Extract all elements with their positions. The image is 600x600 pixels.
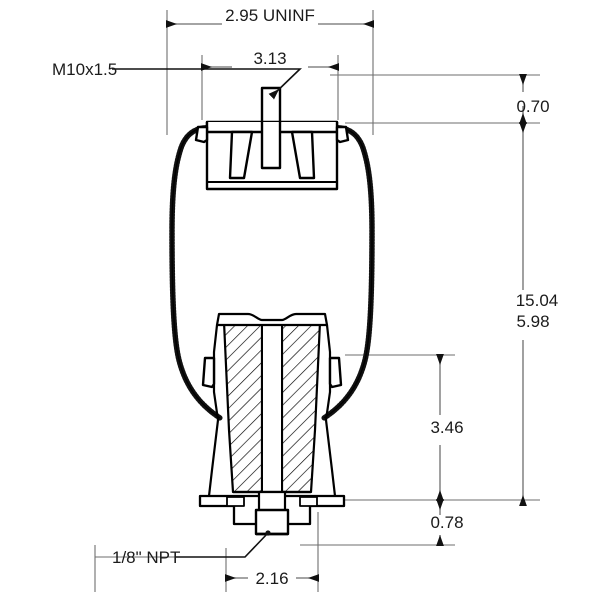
leader-m10-stud [112, 68, 302, 100]
callout-label-m10-thread: M10x1.5 [52, 60, 117, 79]
dim-label-top-plate-height: 0.70 [516, 97, 549, 116]
piston [207, 312, 337, 497]
mounting-stud [260, 86, 282, 170]
callout-leaders [112, 68, 302, 558]
leader-npt-port [175, 530, 271, 558]
bellows-outline [171, 127, 373, 419]
dim-label-overall-width-uninflated: 2.95 UNINF [225, 6, 315, 25]
dimension-lines [166, 20, 527, 582]
callout-text-group: M10x1.5 1/8" NPT [52, 60, 180, 567]
extension-lines [94, 10, 540, 592]
dim-label-bead-plate-width: 3.13 [253, 49, 286, 68]
part-geometry [169, 86, 375, 536]
bead-plate-crimp-left [194, 125, 209, 144]
dim-label-piston-height: 3.46 [430, 418, 463, 437]
crimp-ring-left [201, 356, 216, 389]
dim-label-piston-base-width: 2.16 [255, 569, 288, 588]
bead-plate-crimp-right [335, 125, 350, 144]
callout-label-npt-port: 1/8" NPT [112, 548, 180, 567]
dim-label-overall-height-extended: 15.04 [516, 291, 559, 310]
dim-label-base-height: 0.78 [430, 513, 463, 532]
npt-port [254, 490, 290, 536]
dimension-text-group: 2.95 UNINF 3.13 0.70 15.04 5.98 3.46 0.7… [225, 6, 558, 588]
crimp-ring-right [328, 356, 343, 389]
dim-label-overall-height-compressed: 5.98 [516, 312, 549, 331]
